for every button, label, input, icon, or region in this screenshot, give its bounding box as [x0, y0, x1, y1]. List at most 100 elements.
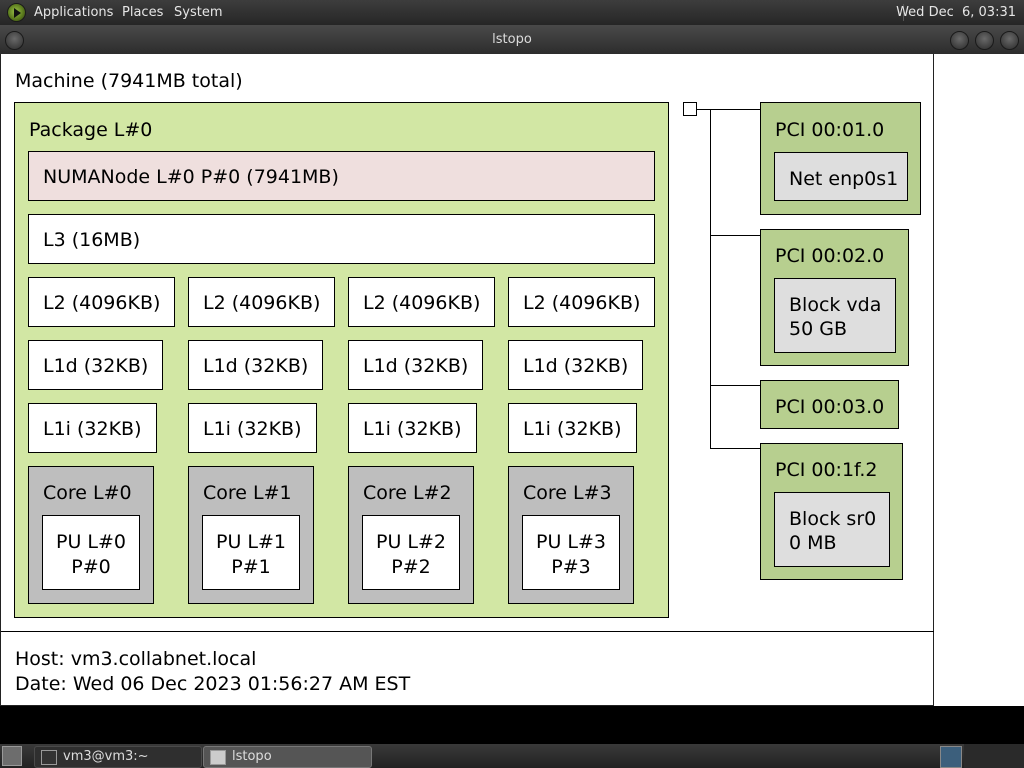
- legend-date: Date: Wed 06 Dec 2023 01:56:27 AM EST: [15, 673, 411, 695]
- os-device-label: Block vda: [789, 294, 882, 316]
- pci-device-label: PCI 00:03.0: [775, 396, 885, 418]
- os-device-label: Net enp0s1: [789, 168, 899, 190]
- l2-cache-box: L2 (4096KB): [348, 277, 495, 327]
- taskbar-item-lstopo[interactable]: lstopo: [203, 746, 372, 768]
- pci-bus-line: [710, 448, 760, 449]
- os-device-label: Block sr0: [789, 508, 877, 530]
- package-label: Package L#0: [29, 119, 153, 141]
- bottom-taskbar: vm3@vm3:~ lstopo: [0, 744, 1024, 768]
- l2-cache-box: L2 (4096KB): [188, 277, 335, 327]
- workspace-switcher[interactable]: [940, 746, 962, 768]
- core-label: Core L#3: [523, 482, 612, 504]
- pci-device-box: PCI 00:1f.2 Block sr0 0 MB: [760, 443, 903, 580]
- l1i-cache-box: L1i (32KB): [188, 403, 317, 453]
- l3-cache-box: L3 (16MB): [28, 214, 655, 264]
- distro-logo-icon[interactable]: [7, 3, 26, 22]
- pci-device-box: PCI 00:03.0: [760, 380, 899, 429]
- l2-cache-label: L2 (4096KB): [363, 292, 481, 314]
- pci-bus-line: [710, 109, 711, 449]
- l1d-cache-box: L1d (32KB): [348, 340, 483, 390]
- l1d-cache-box: L1d (32KB): [188, 340, 323, 390]
- system-menu[interactable]: System: [174, 5, 223, 20]
- host-bridge-node: [683, 102, 697, 116]
- l1i-cache-label: L1i (32KB): [523, 418, 622, 440]
- taskbar-item-terminal[interactable]: vm3@vm3:~: [34, 746, 202, 768]
- taskbar-item-label: vm3@vm3:~: [63, 749, 149, 764]
- core-box: Core L#0 PU L#0 P#0: [28, 466, 154, 604]
- show-desktop-button[interactable]: [2, 746, 22, 766]
- l1d-cache-box: L1d (32KB): [28, 340, 163, 390]
- pci-device-box: PCI 00:02.0 Block vda 50 GB: [760, 229, 909, 366]
- core-label: Core L#1: [203, 482, 292, 504]
- os-device-box: Net enp0s1: [774, 152, 908, 201]
- l2-cache-box: L2 (4096KB): [508, 277, 655, 327]
- tray-area: [964, 744, 1024, 768]
- pu-box: PU L#0 P#0: [42, 515, 140, 590]
- core-box: Core L#3 PU L#3 P#3: [508, 466, 634, 604]
- core-label: Core L#0: [43, 482, 132, 504]
- pu-label: PU L#3: [536, 531, 606, 553]
- l2-cache-label: L2 (4096KB): [43, 292, 161, 314]
- maximize-button[interactable]: [975, 31, 994, 50]
- window-title-bar[interactable]: lstopo: [0, 25, 1024, 54]
- l2-cache-label: L2 (4096KB): [203, 292, 321, 314]
- pu-physical-index: P#1: [231, 556, 271, 578]
- pu-box: PU L#3 P#3: [522, 515, 620, 590]
- l1i-cache-box: L1i (32KB): [348, 403, 477, 453]
- l1d-cache-label: L1d (32KB): [363, 355, 469, 377]
- pu-label: PU L#1: [216, 531, 286, 553]
- pu-physical-index: P#0: [71, 556, 111, 578]
- pci-device-label: PCI 00:1f.2: [775, 459, 878, 481]
- applications-menu[interactable]: Applications: [34, 5, 114, 20]
- terminal-icon: [41, 750, 57, 765]
- pci-device-box: PCI 00:01.0 Net enp0s1: [760, 102, 921, 215]
- pci-device-label: PCI 00:02.0: [775, 245, 885, 267]
- taskbar-item-label: lstopo: [232, 749, 272, 764]
- l1i-cache-label: L1i (32KB): [43, 418, 142, 440]
- minimize-button[interactable]: [950, 31, 969, 50]
- window-icon: [210, 750, 226, 765]
- l1d-cache-label: L1d (32KB): [203, 355, 309, 377]
- close-button[interactable]: [1000, 31, 1019, 50]
- numa-node-box: NUMANode L#0 P#0 (7941MB): [28, 151, 655, 201]
- window-title: lstopo: [492, 32, 532, 47]
- l1i-cache-box: L1i (32KB): [508, 403, 637, 453]
- l2-cache-box: L2 (4096KB): [28, 277, 175, 327]
- package-box: Package L#0 NUMANode L#0 P#0 (7941MB) L3…: [14, 102, 669, 618]
- os-device-box: Block vda 50 GB: [774, 278, 896, 353]
- l2-cache-label: L2 (4096KB): [523, 292, 641, 314]
- pci-bus-line: [710, 385, 760, 386]
- l1d-cache-box: L1d (32KB): [508, 340, 643, 390]
- panel-separator: [903, 4, 904, 21]
- os-device-size: 50 GB: [789, 318, 847, 340]
- os-device-size: 0 MB: [789, 532, 837, 554]
- places-menu[interactable]: Places: [122, 5, 164, 20]
- l1i-cache-label: L1i (32KB): [203, 418, 302, 440]
- pu-physical-index: P#3: [551, 556, 591, 578]
- l3-cache-label: L3 (16MB): [43, 229, 141, 251]
- l1i-cache-label: L1i (32KB): [363, 418, 462, 440]
- l1i-cache-box: L1i (32KB): [28, 403, 157, 453]
- core-label: Core L#2: [363, 482, 452, 504]
- window-menu-button[interactable]: [5, 31, 24, 50]
- core-box: Core L#2 PU L#2 P#2: [348, 466, 474, 604]
- pu-label: PU L#0: [56, 531, 126, 553]
- pci-bus-line: [710, 235, 760, 236]
- legend-host: Host: vm3.collabnet.local: [15, 648, 257, 670]
- legend-divider: [1, 631, 934, 632]
- pu-physical-index: P#2: [391, 556, 431, 578]
- os-device-box: Block sr0 0 MB: [774, 492, 890, 567]
- machine-label: Machine (7941MB total): [15, 70, 243, 92]
- top-panel: Applications Places System Wed Dec 6, 03…: [0, 0, 1024, 25]
- l1d-cache-label: L1d (32KB): [523, 355, 629, 377]
- pu-label: PU L#2: [376, 531, 446, 553]
- core-box: Core L#1 PU L#1 P#1: [188, 466, 314, 604]
- clock[interactable]: Wed Dec 6, 03:31: [896, 5, 1016, 20]
- pci-device-label: PCI 00:01.0: [775, 119, 885, 141]
- pu-box: PU L#2 P#2: [362, 515, 460, 590]
- l1d-cache-label: L1d (32KB): [43, 355, 149, 377]
- lstopo-canvas: Machine (7941MB total) Package L#0 NUMAN…: [0, 54, 934, 706]
- numa-node-label: NUMANode L#0 P#0 (7941MB): [43, 166, 339, 188]
- pu-box: PU L#1 P#1: [202, 515, 300, 590]
- window-background: [934, 54, 1024, 706]
